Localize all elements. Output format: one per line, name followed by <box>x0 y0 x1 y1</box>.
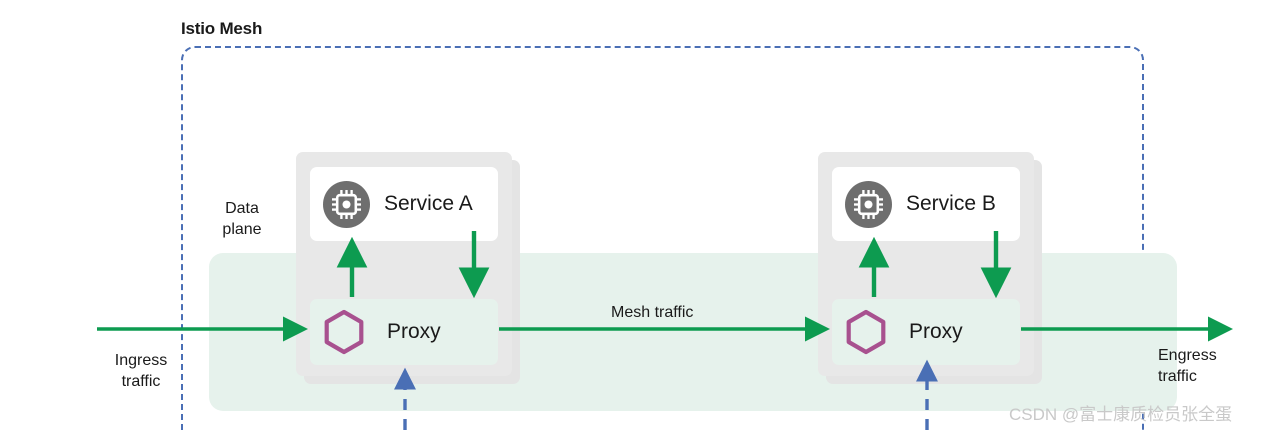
service-b-label: Service B <box>906 192 996 215</box>
service-a-label: Service A <box>384 192 473 215</box>
chip-icon <box>323 180 370 228</box>
pod-service-a: Service A Proxy <box>296 152 520 384</box>
pod-service-b: Service B Proxy <box>818 152 1042 384</box>
service-a-box[interactable]: Service A <box>310 167 498 241</box>
proxy-b-label: Proxy <box>909 320 963 343</box>
ingress-traffic-line2: traffic <box>121 373 161 390</box>
hexagon-icon <box>324 309 364 355</box>
engress-traffic-label: Engress traffic <box>1158 345 1238 387</box>
engress-traffic-line1: Engress <box>1158 347 1217 364</box>
proxy-a-box[interactable]: Proxy <box>310 299 498 365</box>
data-plane-label-line2: plane <box>222 221 262 238</box>
data-plane-label: Data plane <box>207 198 277 240</box>
ingress-traffic-label: Ingress traffic <box>104 350 178 392</box>
hexagon-icon <box>846 309 886 355</box>
ingress-traffic-line1: Ingress <box>114 352 168 369</box>
mesh-traffic-label: Mesh traffic <box>611 304 694 321</box>
engress-traffic-line2: traffic <box>1158 368 1197 385</box>
chip-icon <box>845 180 892 228</box>
service-b-box[interactable]: Service B <box>832 167 1020 241</box>
proxy-b-box[interactable]: Proxy <box>832 299 1020 365</box>
csdn-watermark: CSDN @富士康质检员张全蛋 <box>1009 405 1233 424</box>
page-title: Istio Mesh <box>181 19 263 38</box>
proxy-a-label: Proxy <box>387 320 441 343</box>
data-plane-label-line1: Data <box>225 200 259 217</box>
